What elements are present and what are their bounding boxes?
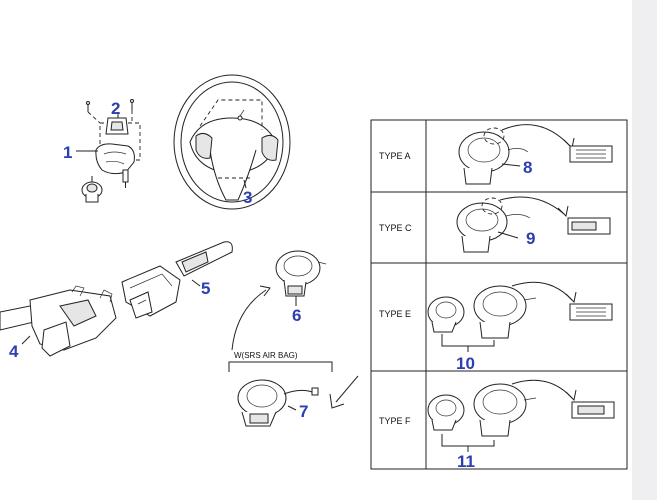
type-e-label: TYPE E	[379, 309, 411, 319]
type-a-label: TYPE A	[379, 151, 411, 161]
callout-10: 10	[456, 354, 475, 373]
callout-8: 8	[523, 158, 532, 177]
callout-6: 6	[292, 306, 301, 325]
srs-airbag-group: W(SRS AIR BAG)	[228, 351, 333, 372]
callout-4: 4	[9, 342, 19, 361]
part-combination-switch-4	[0, 285, 117, 357]
part-spiral-cable-6	[275, 250, 327, 306]
callout-1: 1	[63, 143, 72, 162]
type-a-drawing	[458, 124, 613, 185]
right-margin-strip	[632, 0, 657, 500]
callout-2: 2	[111, 99, 120, 118]
part-steering-wheel	[173, 74, 291, 210]
callout-5: 5	[201, 279, 210, 298]
type-c-label: TYPE C	[379, 223, 412, 233]
part-group-1-2	[76, 99, 141, 203]
callout-9: 9	[526, 229, 535, 248]
type-e-drawing	[427, 281, 613, 352]
type-f-drawing	[427, 379, 615, 452]
type-c-drawing	[456, 196, 611, 253]
type-f-label: TYPE F	[379, 416, 411, 426]
callout-11: 11	[457, 452, 475, 471]
srs-label: W(SRS AIR BAG)	[234, 351, 298, 360]
type-table: TYPE A TYPE C TYPE E TYPE F	[370, 119, 628, 470]
part-spiral-cable-7	[237, 379, 319, 427]
callout-3: 3	[243, 188, 252, 207]
callout-7: 7	[299, 402, 308, 421]
part-combination-switch-5	[121, 241, 233, 319]
